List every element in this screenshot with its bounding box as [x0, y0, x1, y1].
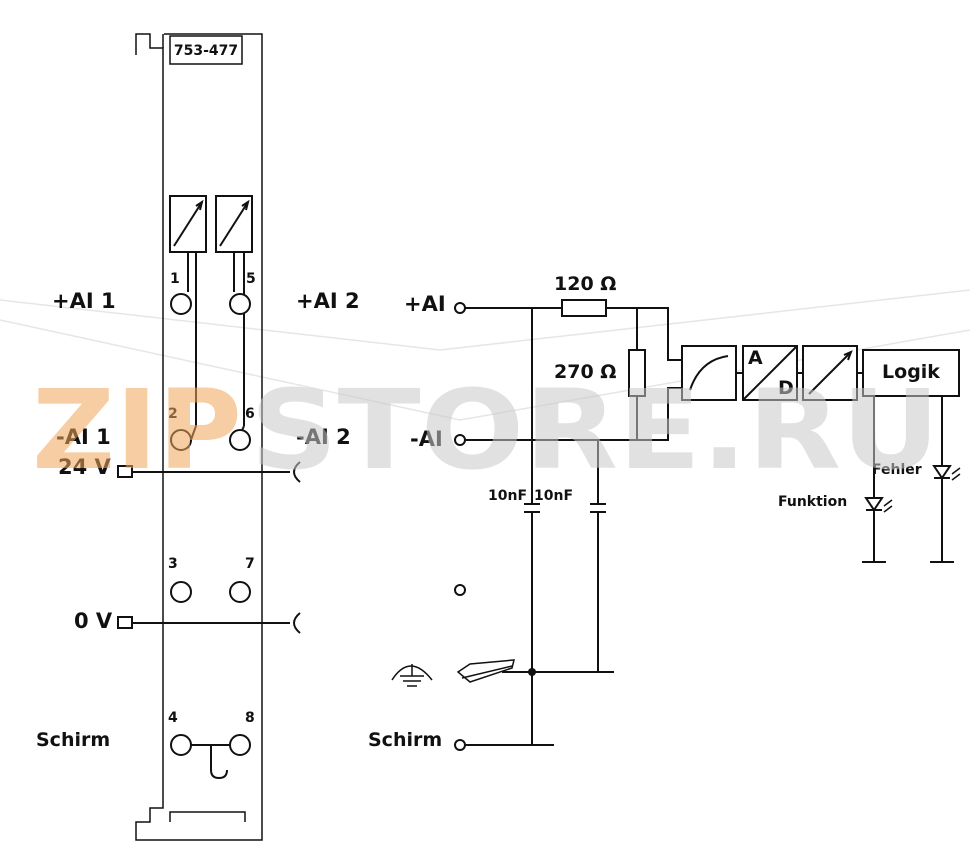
terminal-number: 4	[168, 710, 178, 726]
label-minus-ai2: -AI 2	[296, 425, 351, 449]
terminal-clamp	[170, 429, 192, 451]
label-minus-ai1: -AI 1	[56, 425, 111, 449]
power-contact	[117, 616, 133, 629]
led-function-icon	[864, 497, 884, 512]
label-minus-ai: -AI	[410, 427, 443, 451]
label-c2: 10nF	[534, 488, 573, 504]
logic-block	[862, 349, 960, 397]
led-error-icon	[932, 465, 952, 480]
background-lines	[0, 289, 970, 421]
open-node	[454, 584, 466, 596]
junction-dot	[528, 668, 536, 676]
label-shield-left: Schirm	[36, 729, 110, 751]
terminal-clamp	[229, 293, 251, 315]
terminal-number: 2	[168, 406, 178, 422]
watermark-store: STORE.RU	[250, 366, 940, 494]
terminal-clamp	[170, 581, 192, 603]
shield-node	[454, 739, 466, 751]
label-error-led: Fehler	[872, 462, 922, 478]
label-0v: 0 V	[74, 609, 113, 633]
terminal-clamp	[229, 429, 251, 451]
input-circuit: A D Logik	[391, 299, 961, 751]
label-plus-ai1: +AI 1	[52, 289, 116, 313]
terminal-number: 3	[168, 556, 178, 572]
filter-icon	[681, 345, 737, 401]
terminal-clamp	[170, 734, 192, 756]
terminal-clamp	[170, 293, 192, 315]
label-plus-ai2: +AI 2	[296, 289, 360, 313]
label-r120: 120 Ω	[554, 273, 616, 295]
input-node	[454, 302, 466, 314]
adc-label-a: A	[748, 347, 763, 369]
terminal-number: 1	[170, 271, 180, 287]
terminal-number: 5	[246, 271, 256, 287]
terminal-clamp	[229, 734, 251, 756]
label-plus-ai: +AI	[404, 292, 446, 316]
part-number: 753-477	[174, 43, 238, 59]
terminal-number: 8	[245, 710, 255, 726]
terminal-number: 6	[245, 406, 255, 422]
watermark-zip: ZIP	[32, 366, 242, 494]
terminal-clamp	[229, 581, 251, 603]
din-rail-icon	[456, 659, 515, 683]
label-r270: 270 Ω	[554, 361, 616, 383]
terminal-module: 753-477 1 5 2 6 3 7 4 8	[117, 33, 301, 841]
ground-icon	[391, 664, 433, 687]
adc-label-d: D	[778, 377, 794, 399]
terminal-number: 7	[245, 556, 255, 572]
label-24v: 24 V	[58, 455, 112, 479]
label-function-led: Funktion	[778, 494, 847, 510]
label-shield-right: Schirm	[368, 729, 442, 751]
resistor-120	[561, 299, 607, 317]
label-c1: 10nF	[488, 488, 527, 504]
logic-label: Logik	[882, 361, 940, 383]
watermark: ZIP STORE.RU	[32, 366, 940, 494]
